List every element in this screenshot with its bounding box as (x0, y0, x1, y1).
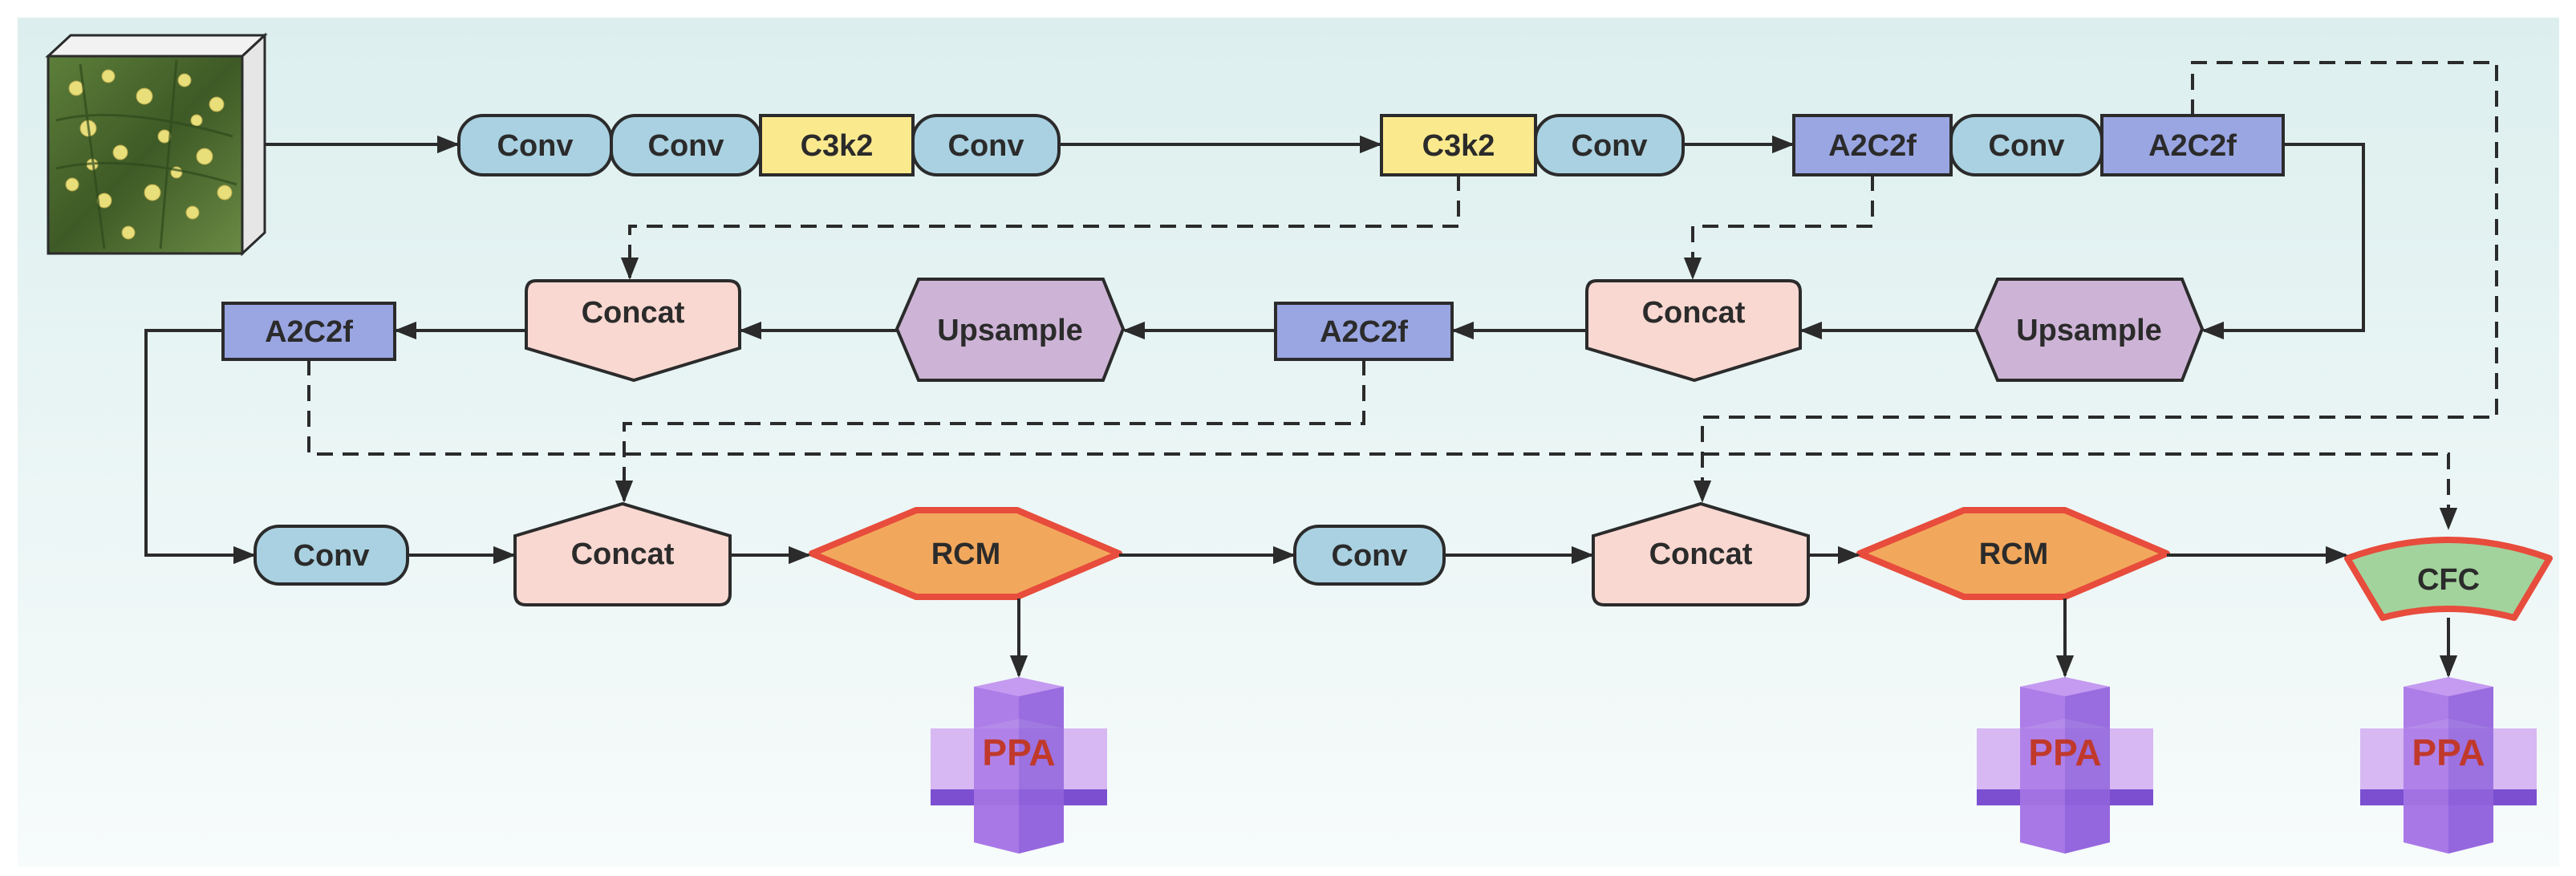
row3-concat-2-label: Concat (1649, 537, 1753, 571)
row1-c3k2-1-label: C3k2 (801, 129, 874, 163)
skip-a2c2f-left-to-cfc (307, 359, 2458, 530)
row3-concat-1-label: Concat (571, 537, 675, 571)
row1-c3k2-2: C3k2 (1380, 114, 1537, 176)
ppa-block-2: PPA (1977, 677, 2153, 854)
row2-concat-1-label: Concat (582, 296, 685, 330)
fruit-pattern (65, 69, 233, 240)
ppa-block-1: PPA (931, 677, 1107, 854)
row2-concat-1: Concat (525, 279, 741, 383)
row2-concat-2: Concat (1585, 279, 1802, 383)
ppa-block-3: PPA (2360, 677, 2537, 854)
ppa-1-label: PPA (982, 732, 1055, 773)
row1-c3k2-1: C3k2 (759, 114, 915, 176)
row1-c3k2-2-label: C3k2 (1422, 129, 1495, 163)
row2-a2c2f-mid: A2C2f (1274, 302, 1454, 361)
row1-conv-2-label: Conv (648, 129, 724, 163)
row3-conv-1: Conv (254, 525, 409, 586)
row2-upsample-2: Upsample (1974, 278, 2205, 382)
row1-a2c2f-2: A2C2f (2100, 114, 2285, 176)
row3-conv-1-label: Conv (294, 539, 370, 573)
skip-a2c2f-mid-to-concat-row3 (615, 359, 1365, 503)
row2-upsample-1: Upsample (895, 278, 1126, 382)
row3-cfc: CFC (2344, 537, 2553, 621)
row1-conv-5-label: Conv (1989, 129, 2065, 163)
row1-conv-5: Conv (1949, 114, 2103, 176)
row1-conv-1: Conv (457, 114, 613, 176)
skip-a2c2f1-to-concat2 (1683, 175, 1874, 280)
ppa-3-label: PPA (2412, 732, 2485, 773)
row2-upsample-2-label: Upsample (2016, 314, 2162, 347)
row1-a2c2f-1-label: A2C2f (1828, 129, 1917, 163)
row3-conv-2: Conv (1293, 525, 1446, 586)
ppa-2-label: PPA (2028, 732, 2101, 773)
row1-conv-4-label: Conv (1572, 129, 1648, 163)
row1-conv-2: Conv (610, 114, 762, 176)
edge-a2c2f-left-to-conv (144, 329, 256, 565)
row2-upsample-1-label: Upsample (937, 314, 1083, 347)
row1-a2c2f-1: A2C2f (1792, 114, 1953, 176)
row3-concat-1: Concat (513, 501, 732, 606)
input-image (45, 32, 268, 257)
edge-a2c2f-to-upsample2 (2201, 143, 2365, 340)
row2-a2c2f-left-label: A2C2f (265, 315, 353, 349)
skip-a2c2f2-to-concat2-row3 (1693, 61, 2498, 503)
row1-conv-4: Conv (1534, 114, 1685, 176)
solid-connectors (144, 135, 2458, 678)
row1-conv-3-label: Conv (948, 129, 1024, 163)
dashed-connectors (307, 61, 2498, 530)
row1-conv-1-label: Conv (497, 129, 574, 163)
row3-rcm-1-label: RCM (931, 537, 1001, 571)
row2-a2c2f-mid-label: A2C2f (1320, 315, 1408, 349)
row3-conv-2-label: Conv (1332, 539, 1408, 573)
row1-conv-3: Conv (911, 114, 1061, 176)
row3-cfc-label: CFC (2417, 563, 2480, 597)
row3-rcm-2-label: RCM (1979, 537, 2049, 571)
row3-concat-2: Concat (1592, 501, 1810, 606)
row2-a2c2f-left: A2C2f (221, 302, 396, 361)
row1-a2c2f-2-label: A2C2f (2148, 129, 2237, 163)
skip-c3k2-to-concat1 (620, 175, 1460, 280)
row2-concat-2-label: Concat (1642, 296, 1746, 330)
